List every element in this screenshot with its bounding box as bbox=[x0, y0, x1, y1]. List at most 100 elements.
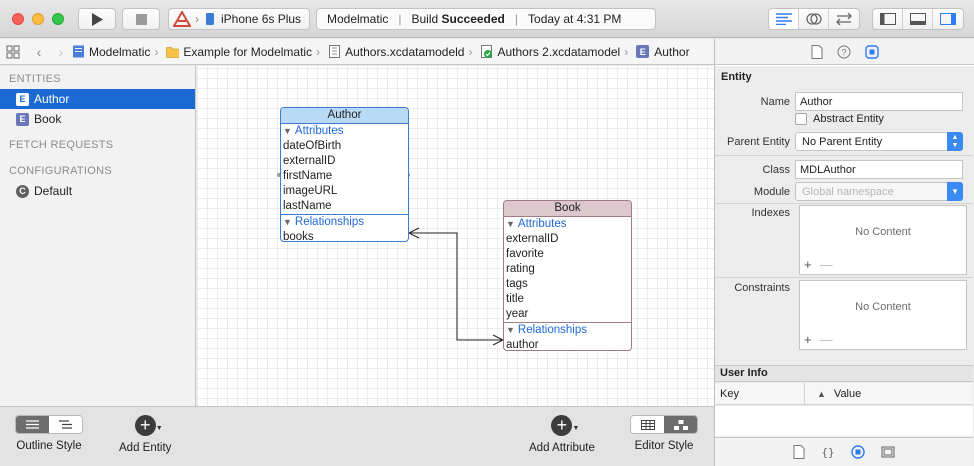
status-result: Succeeded bbox=[441, 12, 505, 26]
breadcrumb-model-bundle[interactable]: Authors.xcdatamodeld › bbox=[328, 45, 476, 59]
attribute-row[interactable]: dateOfBirth bbox=[283, 140, 342, 152]
relationships-group-header[interactable]: ▼Relationships bbox=[504, 323, 631, 338]
breadcrumb-chevron-icon: › bbox=[624, 44, 629, 59]
remove-index-button[interactable]: — bbox=[819, 257, 833, 272]
key-column-header[interactable]: Key bbox=[715, 382, 805, 405]
right-panel-icon bbox=[940, 13, 956, 25]
entity-icon: E bbox=[636, 45, 650, 58]
window-toolbar: › iPhone 6s Plus Modelmatic | Build Succ… bbox=[0, 0, 974, 38]
attribute-row[interactable]: tags bbox=[506, 278, 528, 290]
graph-icon bbox=[673, 419, 688, 430]
utilities-toggle-button[interactable] bbox=[933, 9, 963, 29]
back-arrow-icon[interactable]: ‹ bbox=[36, 43, 42, 60]
outline-style-control[interactable] bbox=[15, 415, 83, 434]
related-items-icon[interactable] bbox=[6, 45, 20, 59]
plus-icon: + bbox=[139, 415, 151, 435]
data-model-inspector-icon[interactable] bbox=[864, 44, 879, 59]
flat-outline-button[interactable] bbox=[16, 416, 49, 433]
entity-item-author[interactable]: E Author bbox=[0, 89, 195, 109]
configuration-item-label: Default bbox=[34, 184, 73, 198]
folder-icon bbox=[166, 47, 180, 58]
attribute-row[interactable]: favorite bbox=[506, 248, 544, 260]
jump-bar: ‹ › Modelmatic › Example for Modelmatic … bbox=[0, 39, 714, 65]
relationship-row[interactable]: books bbox=[283, 231, 314, 242]
file-template-library-icon[interactable] bbox=[793, 445, 805, 459]
media-library-icon[interactable] bbox=[881, 445, 895, 459]
device-icon bbox=[206, 13, 214, 25]
inspector-tab-bar: ? bbox=[715, 39, 974, 65]
assistant-editor-button[interactable] bbox=[799, 9, 829, 29]
file-inspector-icon[interactable] bbox=[811, 44, 823, 59]
code-snippet-library-icon[interactable]: {} bbox=[821, 445, 835, 459]
abstract-entity-checkbox[interactable] bbox=[795, 113, 807, 125]
table-style-button[interactable] bbox=[631, 416, 664, 433]
value-column-label: Value bbox=[833, 387, 862, 400]
parent-entity-popup[interactable]: No Parent Entity ▲▼ bbox=[795, 132, 963, 151]
panel-toggle-control[interactable] bbox=[872, 8, 964, 30]
remove-constraint-button[interactable]: — bbox=[819, 332, 833, 347]
dropdown-arrow-icon: ▼ bbox=[155, 425, 163, 432]
inspector-section-title: Entity bbox=[715, 65, 974, 87]
relationships-group-header[interactable]: ▼Relationships bbox=[281, 215, 408, 230]
minimize-window-button[interactable] bbox=[32, 13, 44, 25]
zoom-window-button[interactable] bbox=[52, 13, 64, 25]
graph-style-button[interactable] bbox=[664, 416, 697, 433]
add-constraint-button[interactable]: + bbox=[804, 332, 812, 347]
graph-editor-canvas[interactable]: Author ▼Attributes dateOfBirth externalI… bbox=[197, 66, 714, 406]
add-entity-button[interactable]: +▼ bbox=[134, 415, 163, 436]
editor-mode-control[interactable] bbox=[768, 8, 860, 30]
current-version-icon bbox=[481, 45, 493, 58]
module-combo-box[interactable]: Global namespace ▼ bbox=[795, 182, 963, 201]
breadcrumb-project[interactable]: Modelmatic › bbox=[72, 45, 162, 59]
forward-arrow-icon[interactable]: › bbox=[58, 43, 64, 60]
attribute-row[interactable]: externalID bbox=[506, 233, 559, 245]
relationship-connector bbox=[277, 173, 505, 346]
attribute-row[interactable]: firstName bbox=[283, 170, 333, 182]
version-editor-button[interactable] bbox=[829, 9, 859, 29]
user-info-table[interactable] bbox=[715, 406, 973, 436]
constraints-list[interactable]: No Content + — bbox=[799, 280, 967, 350]
breadcrumb-chevron-icon: › bbox=[154, 44, 159, 59]
hierarchy-list-icon bbox=[59, 420, 72, 429]
stop-button[interactable] bbox=[122, 8, 160, 30]
standard-editor-button[interactable] bbox=[769, 9, 799, 29]
entity-name-field[interactable]: Author bbox=[795, 92, 963, 111]
attribute-row[interactable]: externalID bbox=[283, 155, 336, 167]
scheme-target-label: iPhone 6s Plus bbox=[221, 12, 302, 26]
breadcrumb-chevron-icon: › bbox=[468, 44, 473, 59]
hierarchical-outline-button[interactable] bbox=[49, 416, 82, 433]
breadcrumb-group[interactable]: Example for Modelmatic › bbox=[166, 45, 324, 59]
indexes-list[interactable]: No Content + — bbox=[799, 205, 967, 275]
object-library-icon[interactable] bbox=[851, 445, 865, 459]
attribute-row[interactable]: title bbox=[506, 293, 524, 305]
attributes-group-header[interactable]: ▼Attributes bbox=[504, 217, 631, 232]
relationship-row[interactable]: author bbox=[506, 339, 539, 351]
close-window-button[interactable] bbox=[12, 13, 24, 25]
editor-style-group: Editor Style bbox=[630, 415, 698, 452]
quick-help-icon[interactable]: ? bbox=[837, 45, 851, 59]
add-attribute-label: Add Attribute bbox=[529, 442, 595, 454]
navigator-toggle-button[interactable] bbox=[873, 9, 903, 29]
breadcrumb-entity[interactable]: E Author bbox=[636, 45, 690, 59]
assistant-editor-icon bbox=[805, 13, 822, 25]
debug-area-toggle-button[interactable] bbox=[903, 9, 933, 29]
class-name-field[interactable]: MDLAuthor bbox=[795, 160, 963, 179]
configuration-item-default[interactable]: C Default bbox=[0, 181, 195, 201]
run-button[interactable] bbox=[78, 8, 116, 30]
entity-item-book[interactable]: E Book bbox=[0, 109, 195, 129]
add-index-button[interactable]: + bbox=[804, 257, 812, 272]
add-attribute-button[interactable]: +▼ bbox=[551, 415, 579, 436]
status-project: Modelmatic bbox=[327, 12, 389, 26]
attribute-row[interactable]: imageURL bbox=[283, 185, 338, 197]
entity-box-book[interactable]: Book ▼Attributes externalID favorite rat… bbox=[503, 200, 632, 351]
attribute-row[interactable]: year bbox=[506, 308, 529, 320]
attributes-group-header[interactable]: ▼Attributes bbox=[281, 124, 408, 139]
entity-box-author[interactable]: Author ▼Attributes dateOfBirth externalI… bbox=[280, 107, 409, 242]
value-column-header[interactable]: ▲Value bbox=[805, 388, 861, 400]
attribute-row[interactable]: rating bbox=[506, 263, 535, 275]
scheme-selector[interactable]: › iPhone 6s Plus bbox=[168, 8, 310, 30]
breadcrumb-model-version[interactable]: Authors 2.xcdatamodel › bbox=[480, 45, 632, 59]
attribute-row[interactable]: lastName bbox=[283, 200, 332, 212]
disclosure-triangle-icon: ▼ bbox=[283, 217, 292, 227]
editor-style-control[interactable] bbox=[630, 415, 698, 434]
